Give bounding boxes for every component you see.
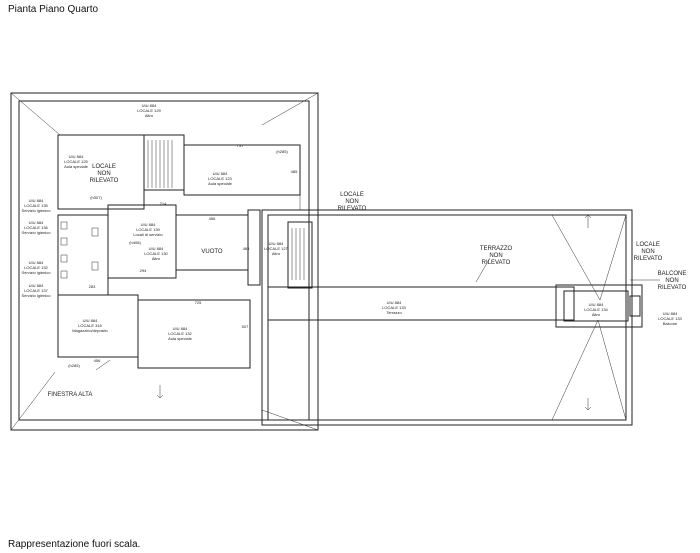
svg-text:LOCALE 123: LOCALE 123 xyxy=(208,176,232,181)
svg-text:LOCALE 133: LOCALE 133 xyxy=(382,305,406,310)
balcony-outline xyxy=(555,284,643,328)
svg-text:Aula speciale: Aula speciale xyxy=(208,181,233,186)
svg-text:Servizio igienico: Servizio igienico xyxy=(22,270,52,275)
svg-text:LOCALE 137: LOCALE 137 xyxy=(24,288,48,293)
dimension-label: 737 xyxy=(237,143,244,148)
page-title: Pianta Piano Quarto xyxy=(8,4,99,15)
stair-symbol xyxy=(147,140,305,280)
svg-text:LOCALE 133: LOCALE 133 xyxy=(658,316,682,321)
svg-text:UIU 884: UIU 884 xyxy=(29,260,44,265)
room-label: UIU 884 xyxy=(69,154,84,159)
svg-text:LOCALE 316: LOCALE 316 xyxy=(78,323,102,328)
svg-text:(h285): (h285) xyxy=(276,149,288,154)
svg-text:LOCALE 125: LOCALE 125 xyxy=(64,159,88,164)
terrace-outline xyxy=(261,209,633,426)
svg-text:Locali di servizio: Locali di servizio xyxy=(133,232,163,237)
svg-text:LOCALE 127: LOCALE 127 xyxy=(264,246,288,251)
svg-text:BALCONE: BALCONE xyxy=(658,271,687,277)
svg-text:UIU 884: UIU 884 xyxy=(142,103,157,108)
svg-text:LOCALE: LOCALE xyxy=(340,192,364,198)
svg-text:UIU 884: UIU 884 xyxy=(387,300,402,305)
svg-text:RILEVATO: RILEVATO xyxy=(658,285,687,291)
svg-text:Altro: Altro xyxy=(272,251,281,256)
svg-text:LOCALE: LOCALE xyxy=(92,164,116,170)
svg-text:(h285): (h285) xyxy=(68,363,80,368)
svg-text:(h408): (h408) xyxy=(129,240,141,245)
svg-text:UIU 884: UIU 884 xyxy=(29,220,44,225)
svg-text:UIU 884: UIU 884 xyxy=(149,246,164,251)
svg-text:725: 725 xyxy=(195,300,202,305)
svg-text:UIU 884: UIU 884 xyxy=(29,283,44,288)
svg-text:Servizio igienico: Servizio igienico xyxy=(22,208,52,213)
svg-text:Servizio igienico: Servizio igienico xyxy=(22,230,52,235)
svg-text:483: 483 xyxy=(243,246,250,251)
scale-note: Rappresentazione fuori scala. xyxy=(8,539,141,550)
svg-text:UIU 884: UIU 884 xyxy=(213,171,228,176)
svg-text:UIU 884: UIU 884 xyxy=(29,198,44,203)
svg-text:456: 456 xyxy=(94,358,101,363)
svg-text:Magazzino/deposito: Magazzino/deposito xyxy=(72,328,108,333)
svg-text:Altro: Altro xyxy=(592,312,601,317)
window-label: FINESTRA ALTA xyxy=(48,392,93,398)
svg-text:485: 485 xyxy=(291,169,298,174)
svg-text:LOCALE 136: LOCALE 136 xyxy=(24,225,48,230)
svg-text:LOCALE 129: LOCALE 129 xyxy=(137,108,161,113)
svg-text:UIU 884: UIU 884 xyxy=(589,302,604,307)
svg-text:283: 283 xyxy=(89,284,96,289)
svg-text:LOCALE 132: LOCALE 132 xyxy=(168,331,192,336)
svg-text:214: 214 xyxy=(160,201,167,206)
svg-text:TERRAZZO: TERRAZZO xyxy=(480,246,513,252)
svg-text:UIU 884: UIU 884 xyxy=(663,311,678,316)
svg-text:Aula speciale: Aula speciale xyxy=(168,336,193,341)
svg-text:NON: NON xyxy=(641,249,654,255)
svg-text:RILEVATO: RILEVATO xyxy=(338,206,367,212)
svg-text:456: 456 xyxy=(209,216,216,221)
svg-text:UIU 884: UIU 884 xyxy=(269,241,284,246)
svg-text:Aula speciale: Aula speciale xyxy=(64,164,89,169)
void-label: VUOTO xyxy=(201,249,223,255)
svg-text:UIU 884: UIU 884 xyxy=(83,318,98,323)
svg-text:(h307): (h307) xyxy=(90,195,102,200)
svg-text:NON: NON xyxy=(97,171,110,177)
outer-wall xyxy=(10,92,319,431)
svg-text:Altro: Altro xyxy=(152,256,161,261)
svg-text:NON: NON xyxy=(489,253,502,259)
svg-text:LOCALE 139: LOCALE 139 xyxy=(136,227,160,232)
svg-text:507: 507 xyxy=(242,324,249,329)
svg-text:LOCALE 135: LOCALE 135 xyxy=(24,203,48,208)
svg-text:LOCALE 132: LOCALE 132 xyxy=(24,265,48,270)
svg-text:UIU 884: UIU 884 xyxy=(141,222,156,227)
svg-text:Terrazzo: Terrazzo xyxy=(386,310,402,315)
svg-text:NON: NON xyxy=(665,278,678,284)
svg-text:RILEVATO: RILEVATO xyxy=(90,178,119,184)
svg-text:LOCALE: LOCALE xyxy=(636,242,660,248)
svg-text:UIU 884: UIU 884 xyxy=(173,326,188,331)
svg-text:RILEVATO: RILEVATO xyxy=(634,256,663,262)
svg-text:294: 294 xyxy=(140,268,147,273)
svg-text:Altro: Altro xyxy=(145,113,154,118)
svg-text:NON: NON xyxy=(345,199,358,205)
svg-text:RILEVATO: RILEVATO xyxy=(482,260,511,266)
svg-text:LOCALE 130: LOCALE 130 xyxy=(144,251,168,256)
svg-text:Servizio igienico: Servizio igienico xyxy=(22,293,52,298)
svg-text:LOCALE 134: LOCALE 134 xyxy=(584,307,608,312)
svg-text:Balcone: Balcone xyxy=(663,321,678,326)
